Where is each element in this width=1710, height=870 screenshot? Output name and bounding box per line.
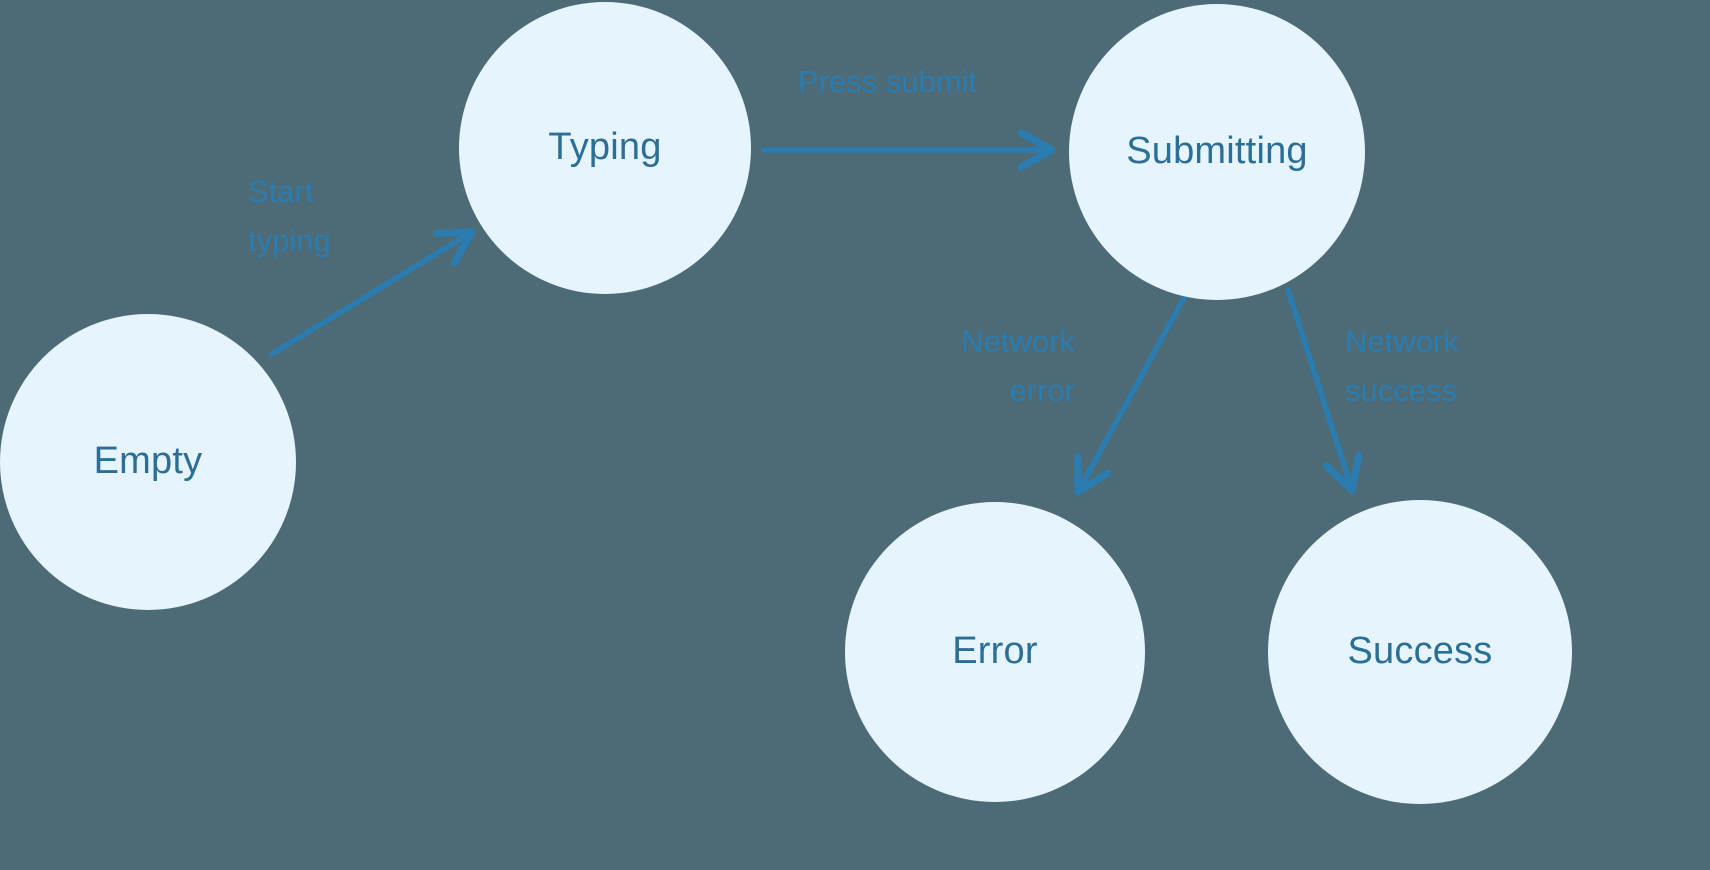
node-typing-label: Typing (548, 126, 662, 169)
node-error[interactable]: Error (845, 502, 1145, 802)
node-success[interactable]: Success (1268, 500, 1572, 804)
node-empty[interactable]: Empty (0, 314, 296, 610)
node-error-label: Error (952, 630, 1038, 673)
edge-label-network-error: Network error (961, 324, 1075, 408)
edge-submitting-to-error (1078, 293, 1188, 492)
node-typing[interactable]: Typing (459, 2, 751, 294)
edge-label-press-submit: Press submit (798, 64, 978, 99)
edge-label-start-typing: Start typing (248, 174, 331, 258)
edge-empty-to-typing (269, 232, 472, 357)
edge-label-network-success: Network success (1345, 324, 1459, 408)
edge-submitting-to-success (1285, 287, 1352, 490)
node-submitting[interactable]: Submitting (1069, 4, 1365, 300)
node-empty-label: Empty (93, 440, 203, 483)
node-success-label: Success (1347, 630, 1493, 673)
node-submitting-label: Submitting (1126, 130, 1308, 173)
